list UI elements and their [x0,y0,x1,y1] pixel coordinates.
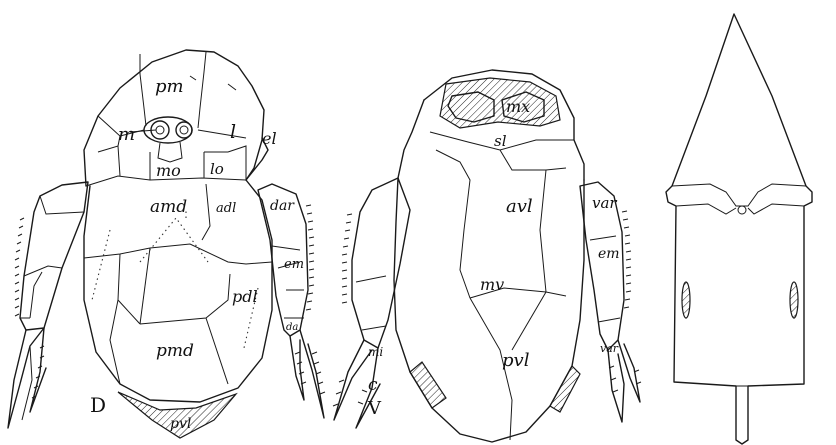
dorsal-right-appendage [258,184,325,418]
view-letter-ventral: V [367,398,382,419]
label-l: l [230,121,236,143]
label-em: em [284,257,304,272]
label-pdl: pdl [232,287,258,306]
ventral-view: mx sl avl var em mv pvl mi c var V [333,70,641,442]
label-da: da [286,322,298,333]
outline-slot-left [682,282,690,318]
ventral-right-appendage [580,182,641,422]
label-adl: adl [216,201,236,216]
outline-slot-right [790,282,798,318]
dorsal-trunk [84,180,272,438]
ventral-mouth-area [440,78,560,128]
label-amd: amd [150,197,187,217]
outline-view [666,14,812,444]
label-mx: mx [506,97,530,116]
outline-body [666,14,812,444]
label-mi: mi [368,345,383,359]
ventral-labels: mx sl avl var em mv pvl mi c var V [367,97,620,419]
label-lo: lo [210,160,224,178]
label-m: m [118,124,135,145]
dorsal-view: pm m l el mo lo amd adl dar em pdl pmd p… [8,50,325,438]
ventral-carapace [394,70,584,442]
eye-right [176,122,192,138]
label-mo: mo [156,161,181,180]
dorsal-left-appendage [8,182,88,428]
label-dar: dar [270,198,295,214]
label-pvl-dorsal: pvl [170,416,191,432]
label-var: var [592,194,617,212]
label-pvl-ventral: pvl [502,350,530,371]
label-mv: mv [480,275,504,294]
outline-center-dot [738,206,746,214]
label-el: el [262,129,277,148]
label-sl: sl [494,132,507,150]
label-em-ventral: em [598,246,620,262]
label-avl: avl [506,196,533,217]
label-var-lower: var [600,342,619,355]
ventral-edge-left [410,362,446,408]
label-c: c [368,375,378,395]
label-pmd: pmd [156,341,194,361]
ventral-edge-right [550,366,580,412]
view-letter-dorsal: D [90,393,106,417]
label-pm: pm [155,76,184,97]
